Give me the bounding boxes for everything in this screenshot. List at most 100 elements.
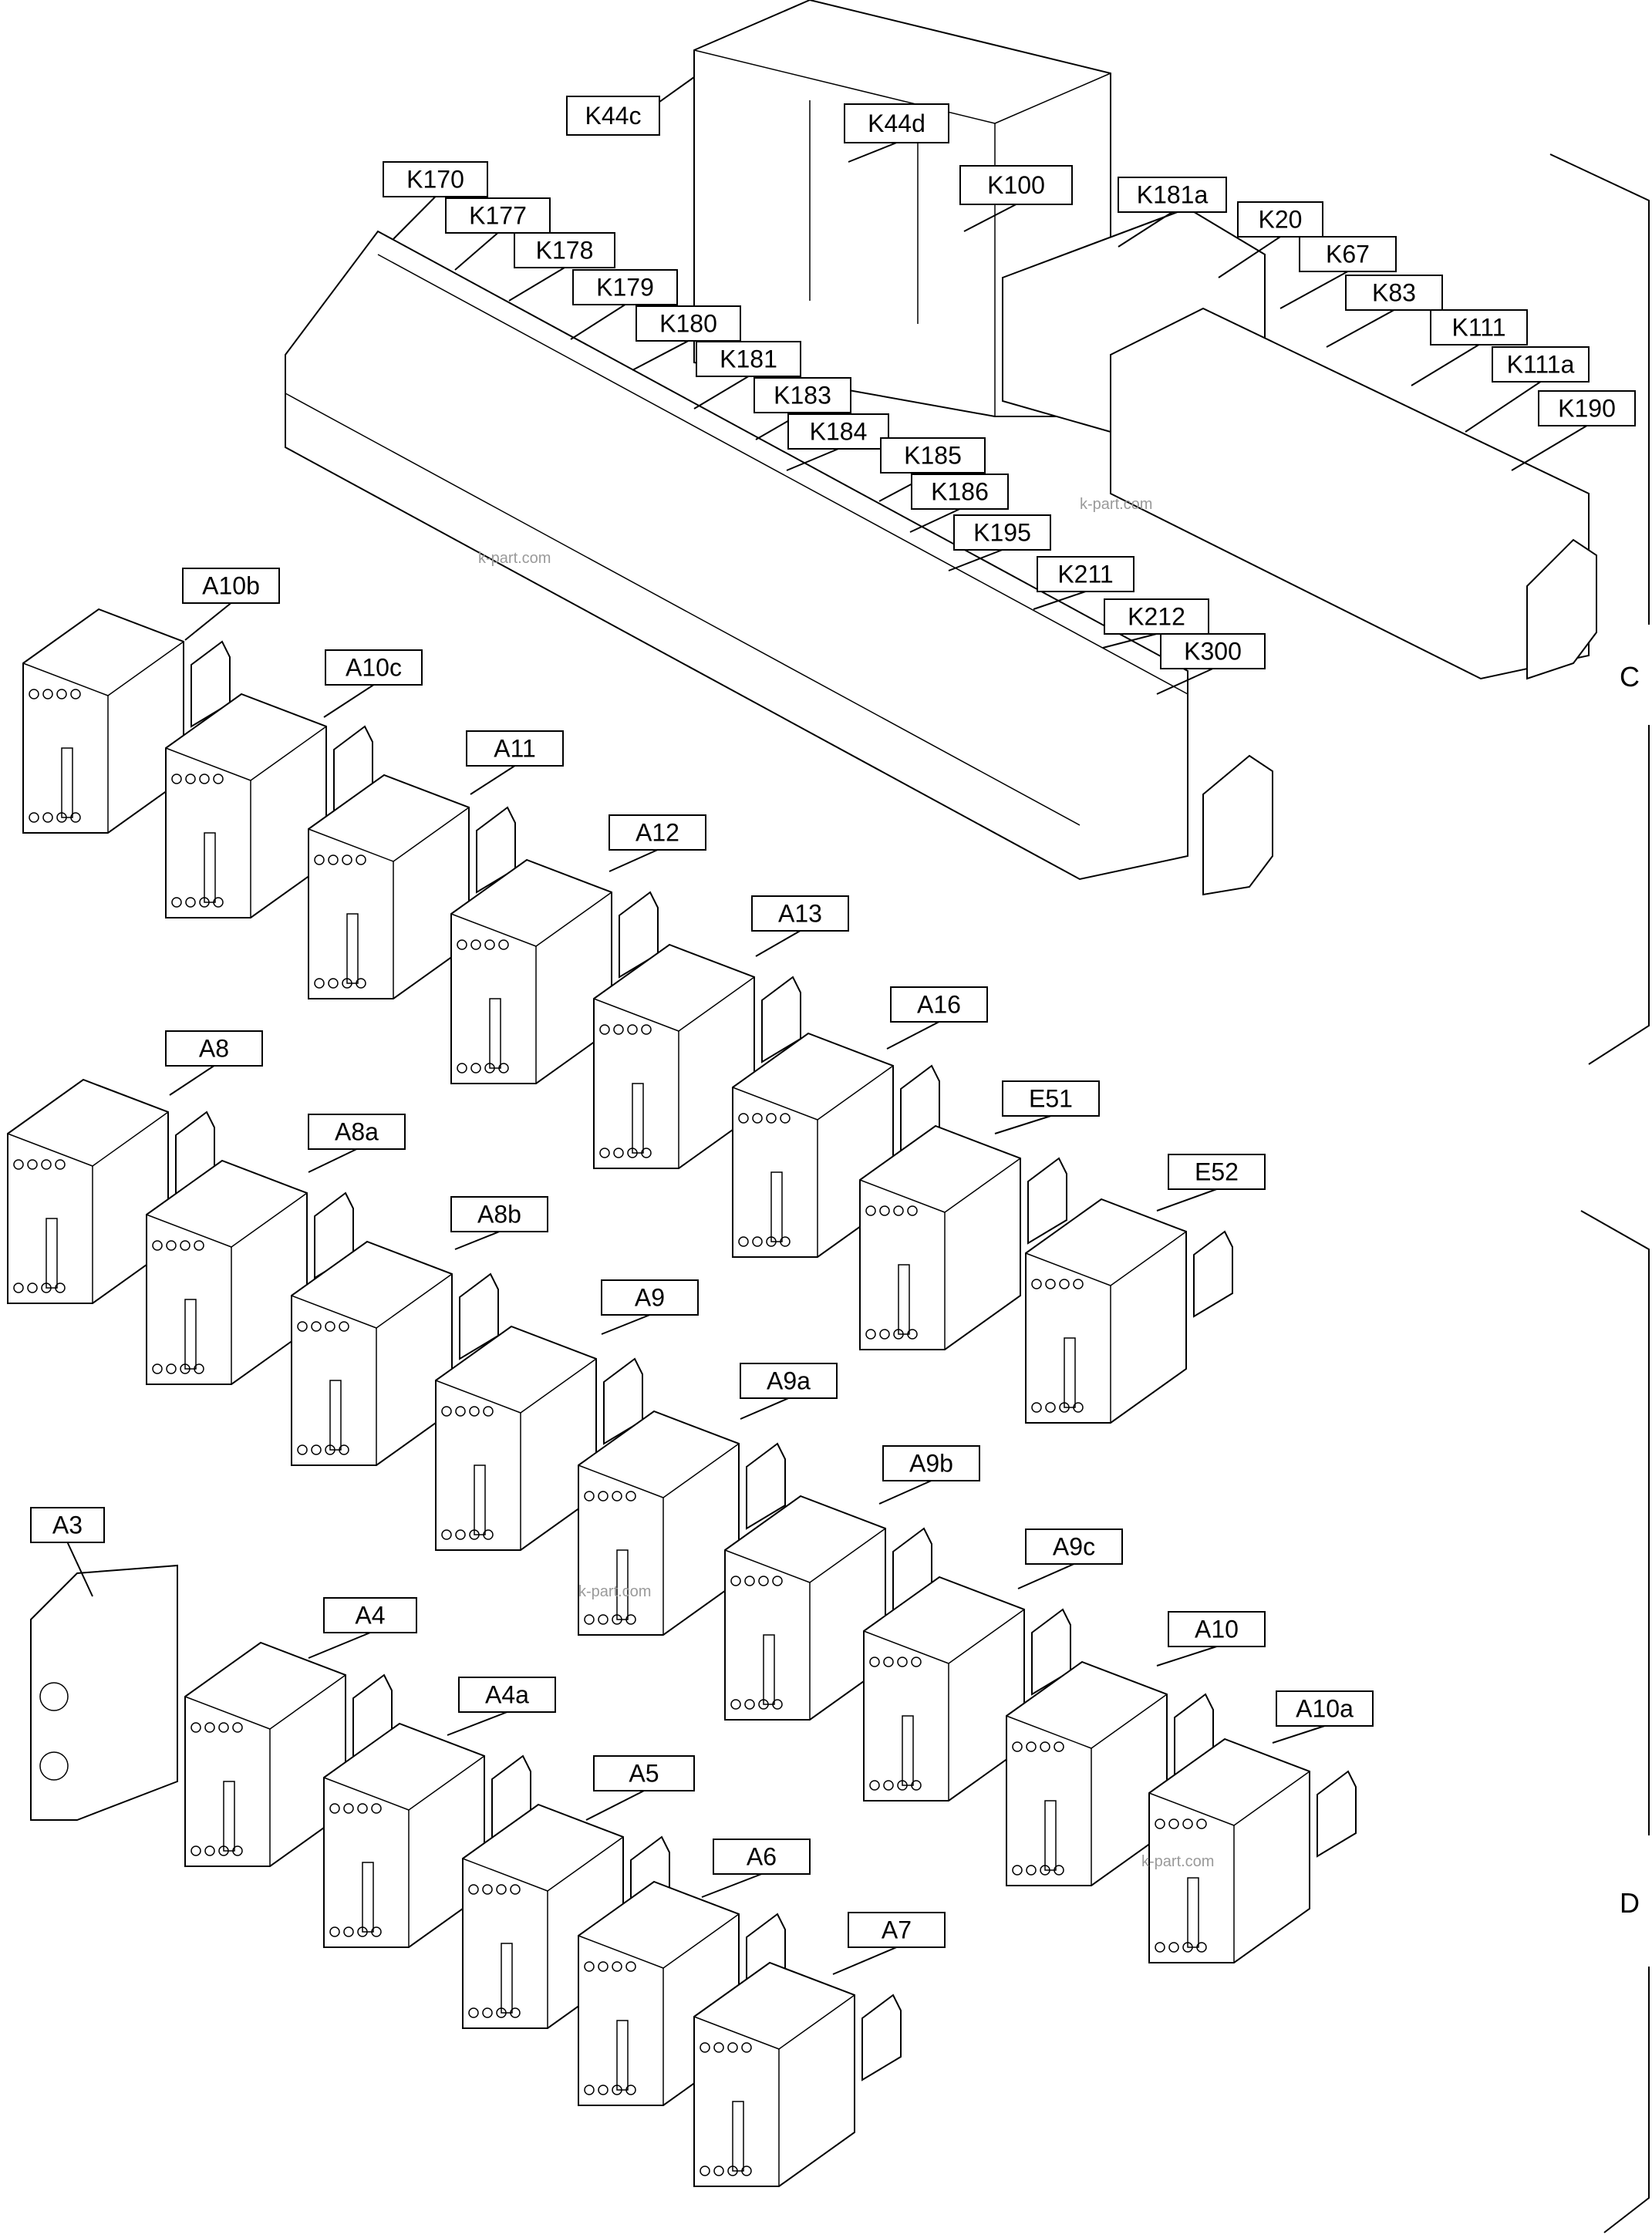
callout-box [848, 1912, 946, 1948]
callout-label: A10c [346, 654, 402, 682]
group-label-c: C [1620, 661, 1640, 693]
module-body [859, 1124, 1067, 1350]
group-label-d: D [1620, 1887, 1640, 1919]
callout-label: K183 [774, 382, 831, 410]
module-body [450, 858, 659, 1084]
callout-a12: A12 [609, 814, 706, 872]
callout-a9b: A9b [878, 1445, 980, 1505]
leader-line [1272, 1725, 1325, 1744]
leader-line [66, 1542, 93, 1597]
callout-label: K186 [931, 478, 989, 506]
callout-a10: A10 [1156, 1611, 1266, 1667]
callout-label: A11 [494, 735, 536, 763]
module-body [435, 1325, 643, 1551]
callout-label: A10 [1195, 1616, 1239, 1643]
leader-line [948, 549, 1003, 571]
end-clamp-right [1526, 538, 1597, 680]
callout-k180: K180 [632, 305, 741, 371]
callout-k177: K177 [445, 197, 551, 271]
callout-label: K177 [469, 202, 527, 230]
callout-box [1430, 309, 1528, 345]
callout-label: A9a [767, 1367, 811, 1395]
callout-label: A9b [909, 1450, 953, 1478]
module-body [7, 1078, 215, 1304]
callout-label: K211 [1057, 561, 1113, 588]
callout-label: E51 [1029, 1085, 1073, 1113]
callout-k178: K178 [508, 232, 615, 302]
callout-box [601, 1279, 699, 1316]
callout-label: A10b [202, 572, 260, 600]
callout-a9a: A9a [740, 1363, 838, 1420]
callout-k20: K20 [1218, 201, 1323, 278]
module-row-a3-a7 [30, 1564, 902, 2187]
callout-label: A13 [778, 900, 822, 928]
callout-label: K83 [1372, 279, 1416, 307]
leader-line [447, 1711, 507, 1736]
watermark: k-part.com [1141, 1853, 1214, 1870]
callout-k185: K185 [878, 437, 986, 502]
callout-box [1276, 1690, 1374, 1727]
callout-k190: K190 [1511, 390, 1636, 471]
leader-line [740, 1397, 789, 1420]
leader-line [878, 1480, 932, 1505]
callout-box [1002, 1080, 1100, 1117]
callout-label: K111a [1507, 351, 1575, 379]
callout-box [466, 730, 564, 767]
callout-box [1538, 390, 1636, 426]
leader-line [832, 1946, 897, 1975]
leader-line [585, 1790, 645, 1821]
watermark: k-part.com [578, 1583, 651, 1600]
callout-box [458, 1677, 556, 1713]
callout-label: K67 [1326, 241, 1370, 268]
callout-box [890, 986, 988, 1023]
callout-k67: K67 [1279, 236, 1397, 309]
callout-label: K111 [1452, 314, 1506, 342]
callout-box [383, 161, 488, 197]
callout-label: K181a [1137, 181, 1209, 209]
leader-line [609, 849, 658, 872]
callout-box [445, 197, 551, 234]
callout-a8a: A8a [308, 1114, 406, 1173]
leader-line [1156, 1188, 1217, 1212]
callout-k83: K83 [1326, 275, 1443, 348]
callout-k44c: K44c [566, 76, 695, 136]
relay-rail-right [1110, 307, 1590, 680]
leader-line [601, 1314, 650, 1335]
callout-label: K181 [720, 345, 777, 373]
callout-k211: K211 [1033, 556, 1134, 610]
callout-k111a: K111a [1465, 346, 1590, 433]
module-body [1148, 1737, 1357, 1963]
callout-box [1025, 1529, 1123, 1565]
callout-box [911, 474, 1009, 510]
callout-box [1237, 201, 1323, 238]
callout-label: A5 [629, 1760, 659, 1788]
leader-line [1033, 591, 1086, 610]
leader-line [994, 1115, 1051, 1134]
callout-a10a: A10a [1272, 1690, 1374, 1744]
leader-line [1511, 425, 1588, 471]
callout-a9: A9 [601, 1279, 699, 1335]
callout-a8: A8 [165, 1030, 263, 1096]
callout-box [325, 649, 423, 686]
callout-box [450, 1196, 548, 1232]
leader-line [909, 508, 960, 533]
callout-box [1492, 346, 1590, 383]
leader-line [1156, 1646, 1217, 1667]
module-body [308, 774, 516, 999]
watermark: k-part.com [1080, 496, 1152, 513]
end-clamp-long [1202, 754, 1273, 896]
callout-a11: A11 [466, 730, 564, 795]
callout-label: K20 [1259, 206, 1303, 234]
callout-a6: A6 [701, 1839, 811, 1898]
leader-line [786, 448, 839, 471]
callout-k195: K195 [948, 514, 1051, 571]
callout-k186: K186 [909, 474, 1009, 533]
callout-label: A9c [1053, 1533, 1095, 1561]
callout-box [1299, 236, 1397, 272]
callout-k170: K170 [383, 161, 488, 240]
callout-box [182, 568, 280, 604]
leader-line [454, 1231, 500, 1250]
callout-k184: K184 [786, 413, 889, 471]
callout-label: K100 [987, 171, 1045, 199]
